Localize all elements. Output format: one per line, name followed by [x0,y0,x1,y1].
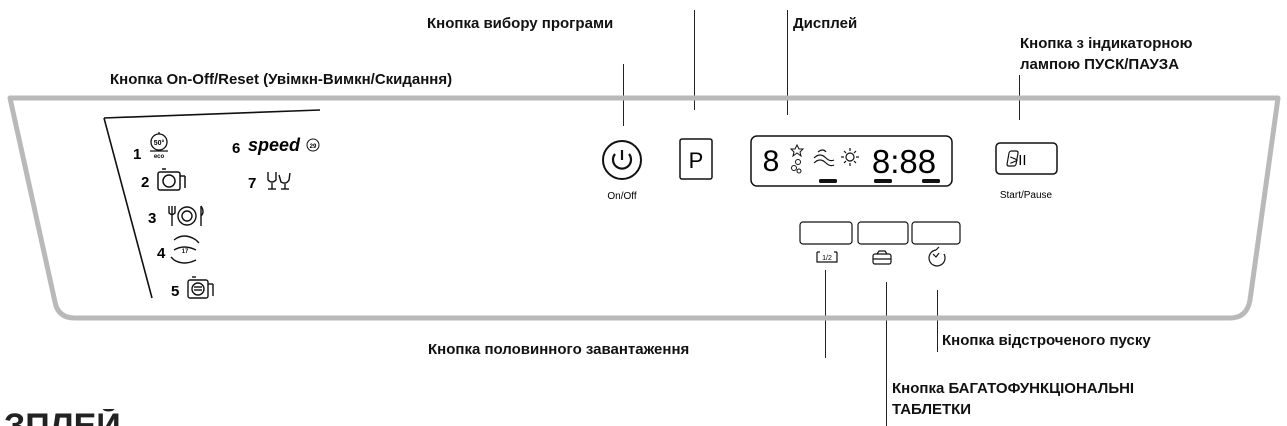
label-half-load: Кнопка половинного завантаження [428,341,690,358]
normal-dishes-icon [168,205,204,226]
label-delay-start: Кнопка відстроченого пуску [942,332,1151,349]
glasses-icon [267,172,291,190]
eco-50-icon: 50° eco [150,132,168,160]
program-number-1: 1 [133,146,141,163]
leader-program [694,10,695,110]
svg-text:50°: 50° [154,139,165,147]
svg-text:P: P [689,148,704,173]
label-multitab-1: Кнопка БАГАТОФУНКЦІОНАЛЬНІ [892,380,1135,397]
display-time: 8:88 [872,143,936,180]
display-panel: 8 8:88 [750,135,953,187]
indicator-bar-1 [819,179,837,183]
multitab-icon [872,250,892,265]
leader-on-off [623,64,624,126]
start-pause-caption: Start/Pause [1000,190,1053,201]
soak-pot-icon [187,276,214,299]
svg-text:17: 17 [182,249,189,255]
label-start-pause-2: лампою ПУСК/ПАУЗА [1020,56,1180,73]
label-multitab-2: ТАБЛЕТКИ [892,401,972,418]
program-number-4: 4 [157,245,166,262]
rinse-aid-icon [813,149,835,167]
leader-half-load [825,270,826,358]
sun-icon [841,148,859,166]
start-pause-button[interactable]: >II [995,142,1058,175]
rinse-17-icon: 17 [170,235,200,264]
svg-text:1/2: 1/2 [822,255,832,262]
start-indicator-lamp [1006,150,1019,167]
program-list-side-line [103,117,153,299]
indicator-bar-2 [874,179,892,183]
leader-delay [937,290,938,352]
label-start-pause-1: Кнопка з індикаторною [1020,35,1193,52]
intensive-pot-icon [157,168,186,191]
label-on-off: Кнопка On-Off/Reset (Увімкн-Вимкн/Скидан… [110,71,453,88]
program-number-6: 6 [232,140,240,157]
multitab-button[interactable] [857,221,909,245]
salt-icon [791,159,802,174]
half-load-icon [816,251,838,263]
leader-display [787,10,788,115]
svg-text:>II: >II [1009,152,1026,169]
program-list-top-line [103,109,321,119]
svg-text:speed: speed [248,135,301,155]
sparkle-icon [789,143,805,158]
speed-29-icon: speed 29 [248,135,320,155]
display-digit: 8 [763,145,780,178]
program-number-7: 7 [248,175,256,192]
label-program-button: Кнопка вибору програми [427,15,614,32]
page-heading-fragment: ЗПЛЕЙ [4,409,121,426]
program-button[interactable]: P [679,138,713,180]
on-off-caption: On/Off [607,191,636,202]
label-display: Дисплей [793,15,858,32]
panel-outline [7,95,1281,321]
program-number-2: 2 [141,174,149,191]
timer-icon [928,246,946,267]
svg-text:eco: eco [154,154,165,160]
program-number-3: 3 [148,210,156,227]
indicator-bar-3 [922,179,940,183]
on-off-button[interactable] [602,140,642,180]
delay-start-button[interactable] [911,221,961,245]
program-number-5: 5 [171,283,179,300]
half-load-button[interactable] [799,221,853,245]
power-icon [611,153,633,170]
leader-multitab [886,282,887,426]
svg-text:29: 29 [310,144,317,150]
